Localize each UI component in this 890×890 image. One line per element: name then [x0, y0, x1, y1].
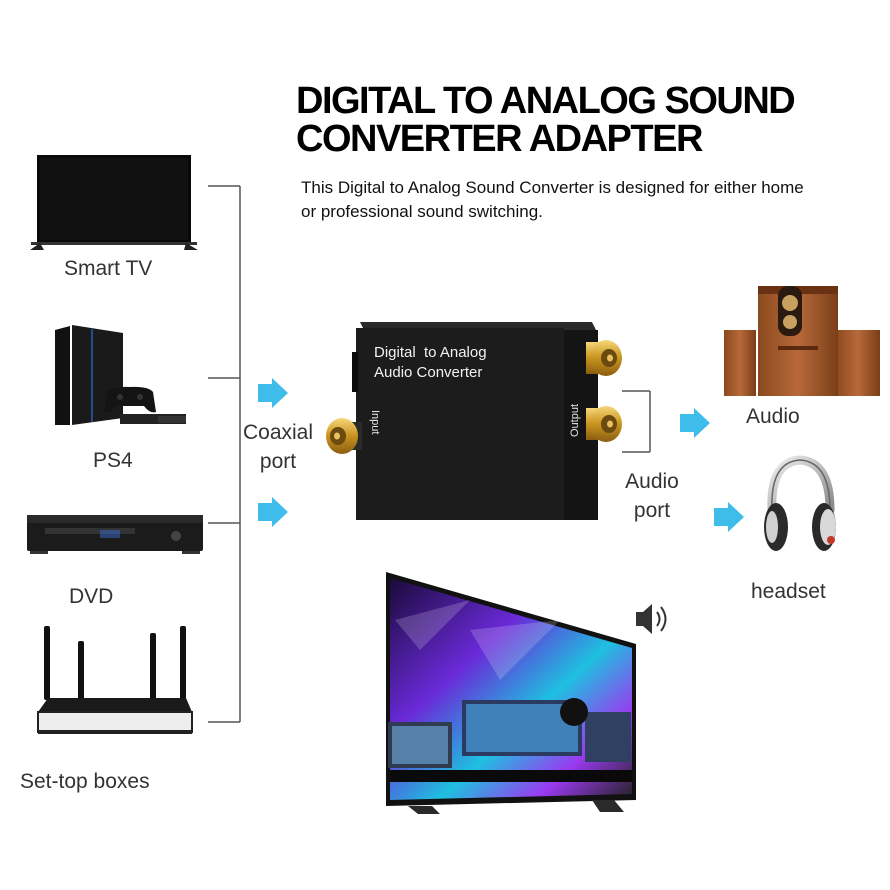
output-label-audio: Audio [746, 405, 800, 428]
source-connector-lines [208, 185, 241, 723]
description-line-1: This Digital to Analog Sound Converter i… [301, 178, 804, 197]
title-line-2: CONVERTER ADAPTER [296, 118, 703, 160]
converter-output-text: Output [569, 404, 581, 437]
coaxial-port-label: Coaxial port [238, 418, 318, 476]
large-tv-icon [386, 572, 636, 814]
source-label-ps4: PS4 [93, 449, 133, 472]
converter-device [326, 322, 622, 520]
audio-port-label-line-2: port [633, 499, 671, 522]
source-label-set-top-boxes: Set-top boxes [20, 770, 150, 793]
headphones-icon [764, 455, 836, 551]
source-label-smart-tv: Smart TV [64, 257, 153, 280]
arrow-icon [258, 497, 288, 527]
description-line-2: or professional sound switching. [301, 202, 543, 221]
arrow-icon [680, 408, 710, 438]
speakers-icon [724, 286, 880, 396]
smart-tv-icon [30, 155, 198, 250]
title-line-1: DIGITAL TO ANALOG SOUND [296, 80, 796, 122]
description: This Digital to Analog Sound Converter i… [301, 176, 861, 224]
page-title: DIGITAL TO ANALOG SOUND CONVERTER ADAPTE… [296, 82, 876, 158]
converter-input-text: Input [369, 410, 381, 434]
converter-label-line-1: Digital to Analog [374, 344, 487, 361]
volume-icon [636, 604, 667, 634]
router-box-icon [37, 626, 193, 734]
ps4-console-icon [55, 325, 186, 425]
audio-port-bracket [622, 390, 651, 453]
dvd-player-icon [27, 515, 203, 554]
coaxial-port-label-line-1: Coaxial [242, 421, 314, 444]
arrow-icon [258, 378, 288, 408]
arrow-icon [714, 502, 744, 532]
arrow-icons [258, 378, 744, 532]
source-label-dvd: DVD [69, 585, 114, 608]
audio-port-label-line-1: Audio [625, 470, 679, 493]
output-label-headset: headset [751, 580, 826, 603]
converter-label-line-2: Audio Converter [374, 364, 482, 381]
audio-port-label: Audio port [614, 467, 690, 525]
coaxial-port-label-line-2: port [259, 450, 297, 473]
